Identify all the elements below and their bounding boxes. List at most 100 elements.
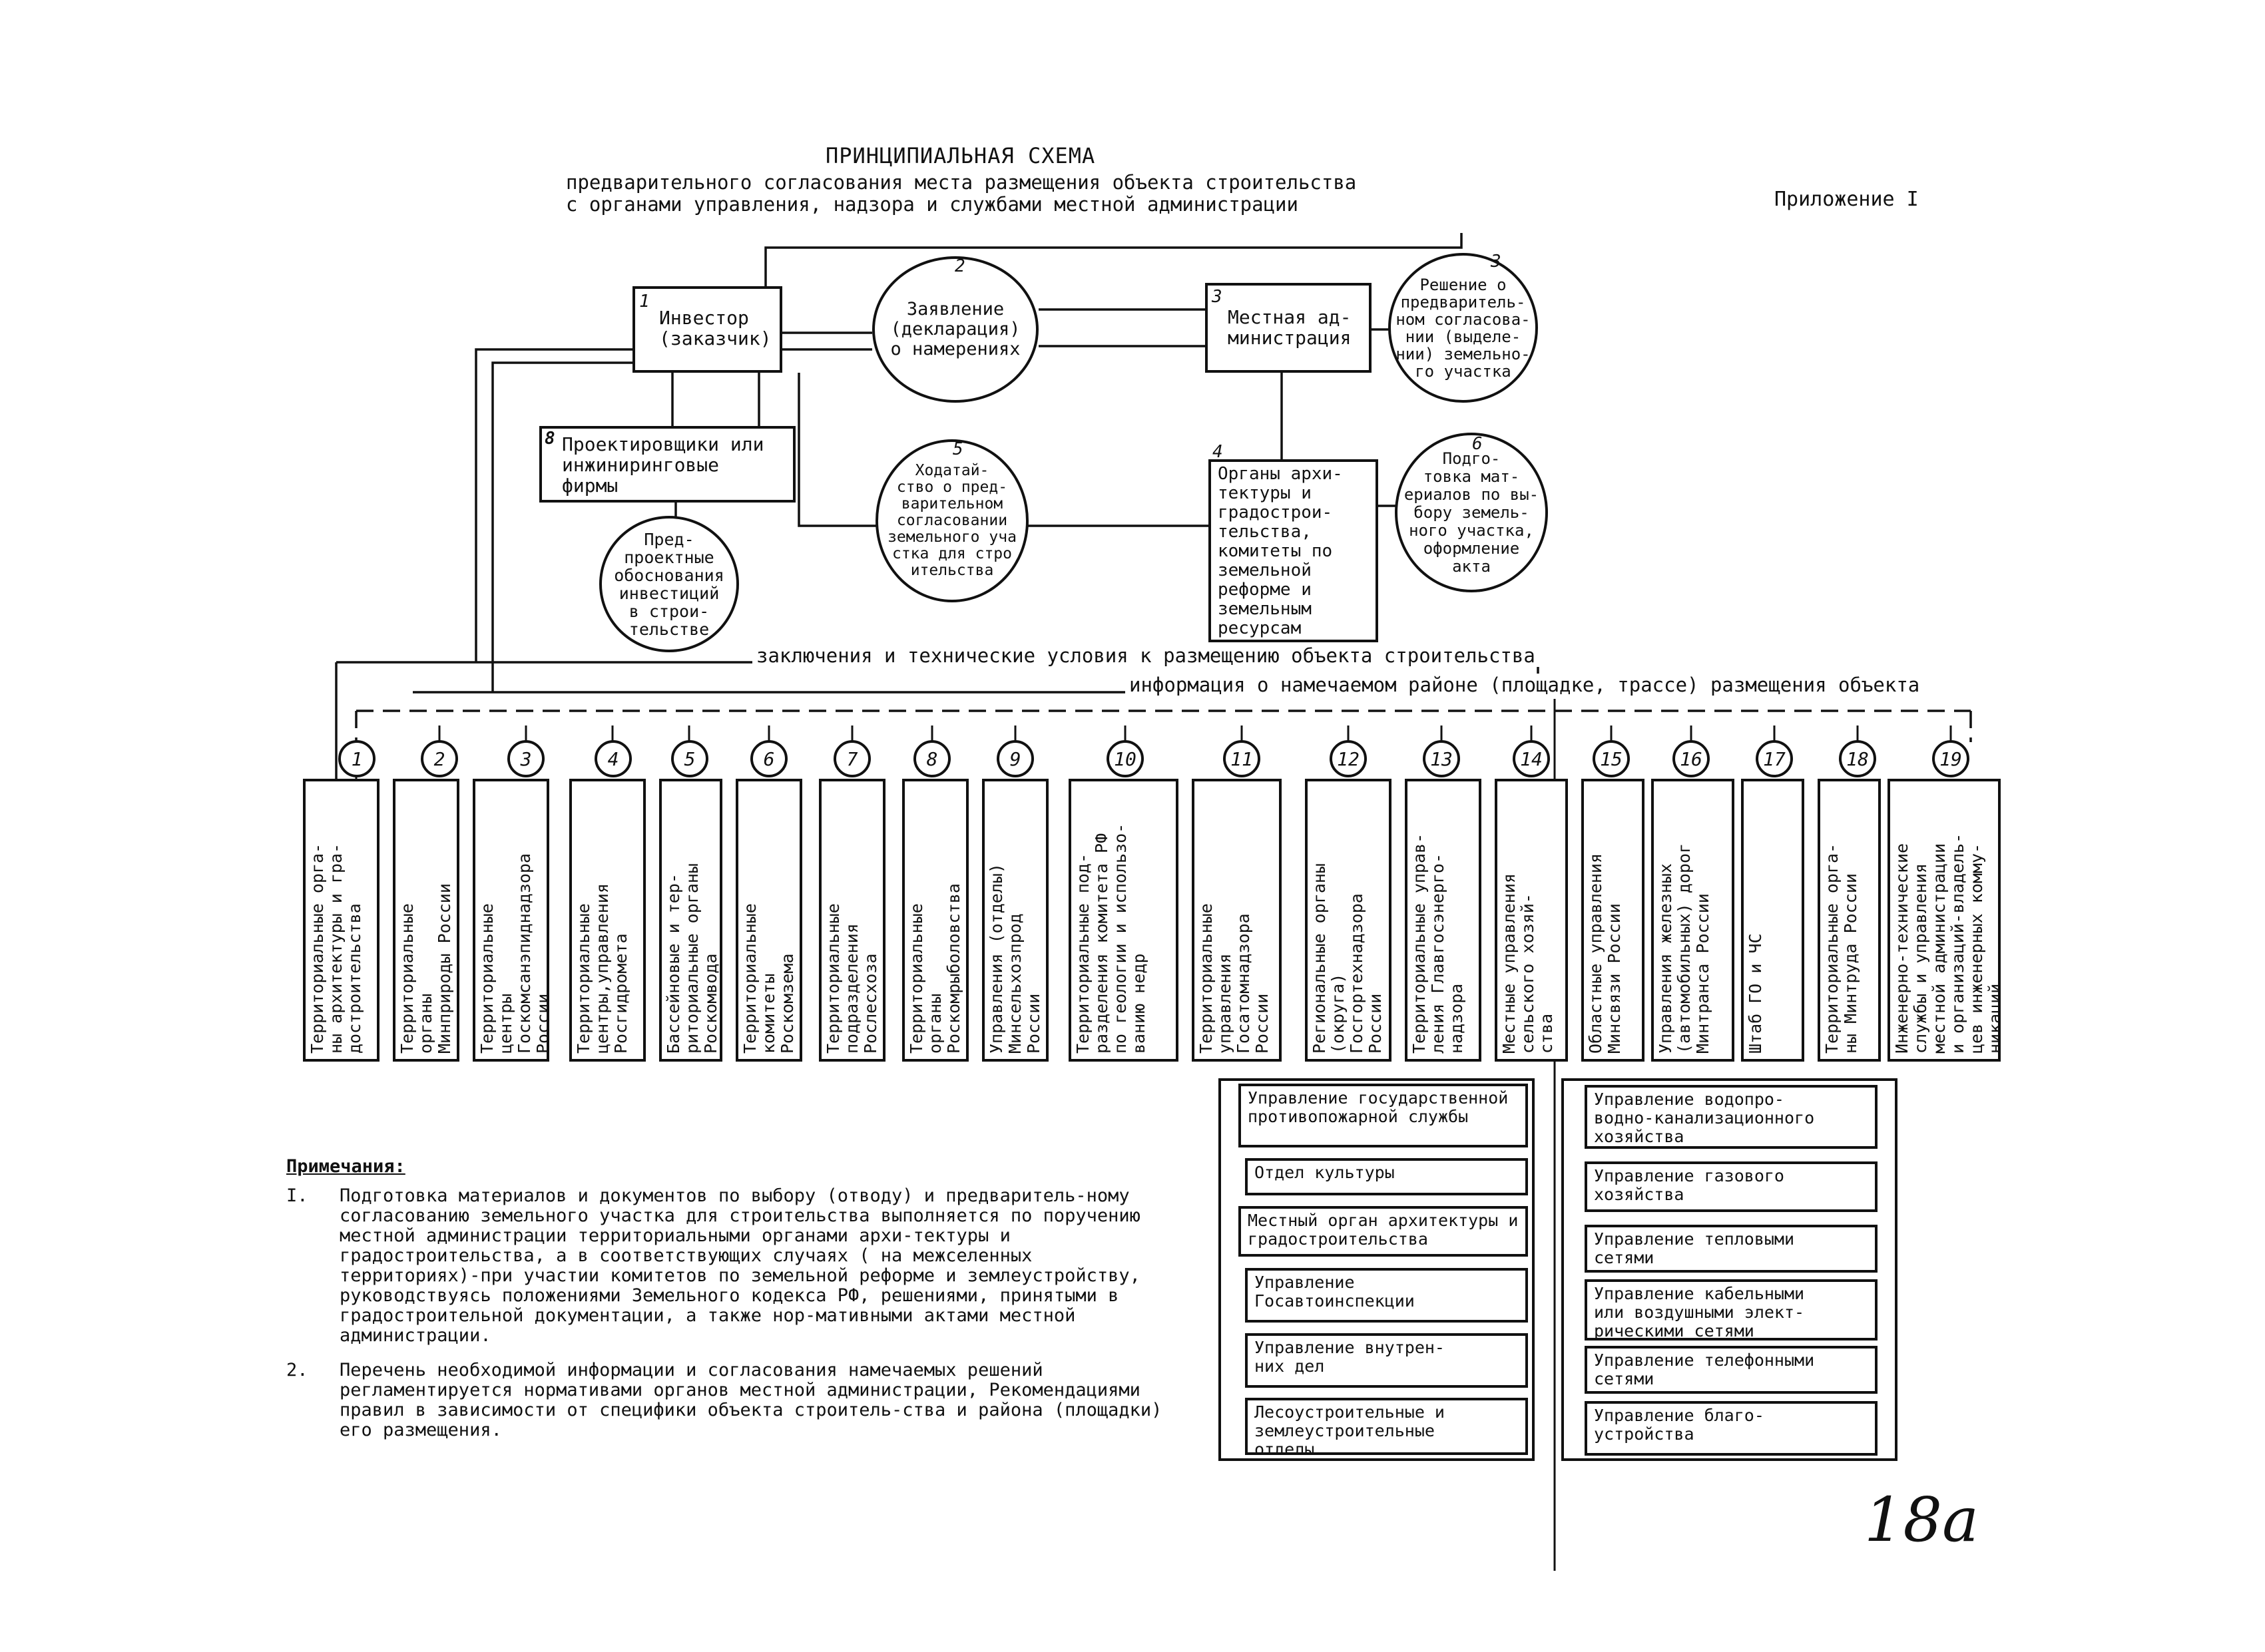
note-number: 2. (286, 1360, 308, 1380)
agency-number-17: 17 (1756, 740, 1793, 777)
agency-number-3: 3 (507, 740, 545, 777)
agency-label: Инженерно-технические службы и управлени… (1892, 833, 2001, 1054)
decision-circle: 3 Решение о предваритель- ном согласова-… (1388, 253, 1538, 403)
node-number: 4 (1212, 442, 1223, 462)
pre-project-circle: Пред- проектные обоснования инвестиций в… (599, 516, 739, 652)
petition-circle: 5 Ходатай- ство о пред- варительном согл… (876, 439, 1029, 602)
node-number: 5 (953, 439, 963, 459)
utility-item: Управление тепловыми сетями (1585, 1225, 1878, 1273)
notes-heading: Примечания: (286, 1156, 405, 1177)
node-number: 3 (1212, 287, 1222, 307)
agency-label: Территориальные под- разделения комитета… (1073, 823, 1148, 1054)
declaration-label: Заявление (декларация) о намерениях (890, 299, 1021, 359)
agency-number-13: 13 (1423, 740, 1460, 777)
agency-label: Территориальные центры Госкомсанэпиднадз… (477, 853, 549, 1054)
agency-column-10: Территориальные под- разделения комитета… (1069, 779, 1178, 1062)
agency-label: Территориальные управления Госатомнадзор… (1196, 903, 1272, 1054)
agency-column-11: Территориальные управления Госатомнадзор… (1192, 779, 1282, 1062)
node-number: 2 (955, 256, 965, 276)
local-admin-item: Управление государственной противопожарн… (1238, 1084, 1528, 1147)
agency-label: Территориальные подразделения Рослесхоза (824, 903, 880, 1054)
agency-label: Территориальные орга- ны архитектуры и г… (308, 843, 364, 1054)
agency-label: Местные управления сельского хозяй- ства (1499, 873, 1556, 1054)
agency-label: Бассейновые и тер- риториальные органы Р… (664, 863, 720, 1054)
agency-number-8: 8 (913, 740, 951, 777)
architecture-organs-box: 4 Органы архи- тектуры и градострои- тел… (1208, 442, 1378, 642)
agency-column-1: Территориальные орга- ны архитектуры и г… (303, 779, 379, 1062)
local-admin-item: Местный орган архитектуры и градостроите… (1238, 1206, 1528, 1257)
node-number: 8 (545, 429, 555, 449)
agency-column-5: Бассейновые и тер- риториальные органы Р… (659, 779, 722, 1062)
agency-number-4: 4 (595, 740, 632, 777)
design-firms-box: 8 Проектировщики или инжиниринговые фирм… (539, 426, 796, 503)
page-number: 18а (1864, 1484, 1979, 1555)
agency-number-1: 1 (338, 740, 376, 777)
agency-column-2: Территориальные органы Минприроды России (393, 779, 459, 1062)
agency-label: Территориальные орга- ны Минтруда России (1822, 843, 1860, 1054)
agency-column-7: Территориальные подразделения Рослесхоза (819, 779, 885, 1062)
local-administration-label: Местная ад- министрация (1228, 306, 1352, 349)
note-number: I. (286, 1185, 308, 1206)
note-item: I. Подготовка материалов и документов по… (286, 1186, 1172, 1346)
agency-label: Региональные органы (округа) Госгортехна… (1310, 863, 1385, 1054)
agency-column-18: Территориальные орга- ны Минтруда России (1818, 779, 1881, 1062)
conclusions-label: заключения и технические условия к разме… (752, 644, 1539, 667)
agency-column-16: Управления железных (автомобильных) доро… (1651, 779, 1734, 1062)
utility-item: Управление кабельными или воздушными эле… (1585, 1279, 1878, 1341)
agency-label: Территориальные управ- ления Главгосэнер… (1409, 833, 1466, 1054)
local-admin-item: Управление Госавтоинспекции (1245, 1268, 1528, 1323)
local-admin-item: Лесоустроительные и землеустроительные о… (1245, 1398, 1528, 1455)
agency-column-19: Инженерно-технические службы и управлени… (1888, 779, 2001, 1062)
agency-number-14: 14 (1513, 740, 1550, 777)
note-item: 2. Перечень необходимой информации и сог… (286, 1360, 1172, 1440)
agency-number-12: 12 (1330, 740, 1367, 777)
local-admin-item: Отдел культуры (1245, 1158, 1528, 1195)
agency-number-16: 16 (1672, 740, 1710, 777)
diagram-title: ПРИНЦИПИАЛЬНАЯ СХЕМА (826, 143, 1096, 168)
agency-column-17: Штаб ГО и ЧС (1741, 779, 1804, 1062)
utility-item: Управление телефонными сетями (1585, 1346, 1878, 1394)
agency-number-5: 5 (671, 740, 708, 777)
agency-label: Управления (отделы) Минсельхозпрод Росси… (987, 863, 1043, 1054)
agency-number-18: 18 (1839, 740, 1876, 777)
utility-item: Управление газового хозяйства (1585, 1161, 1878, 1212)
node-number: 1 (639, 292, 650, 311)
preparation-label: Подго- товка мат- ериалов по вы- бору зе… (1403, 449, 1539, 576)
appendix-label: Приложение I (1774, 188, 1919, 211)
local-administration-box: 3 Местная ад- министрация (1205, 283, 1372, 373)
declaration-circle: 2 Заявление (декларация) о намерениях (872, 256, 1039, 403)
agency-label: Территориальные органы Роскомрыболовства (907, 883, 963, 1054)
agency-column-3: Территориальные центры Госкомсанэпиднадз… (473, 779, 549, 1062)
notes-section: Примечания: I. Подготовка материалов и д… (286, 1157, 1172, 1455)
preparation-circle: 6 Подго- товка мат- ериалов по вы- бору … (1395, 433, 1548, 592)
agency-label: Территориальные органы Минприроды России (397, 883, 454, 1054)
decision-label: Решение о предваритель- ном согласова- н… (1395, 275, 1531, 381)
agency-column-13: Территориальные управ- ления Главгосэнер… (1405, 779, 1481, 1062)
agency-number-11: 11 (1223, 740, 1260, 777)
note-text: Подготовка материалов и документов по вы… (340, 1185, 1140, 1346)
agency-number-19: 19 (1932, 740, 1969, 777)
agency-column-8: Территориальные органы Роскомрыболовства (902, 779, 969, 1062)
local-admin-item: Управление внутрен- них дел (1245, 1333, 1528, 1388)
agency-number-6: 6 (750, 740, 788, 777)
subtitle-line-2: с органами управления, надзора и службам… (566, 193, 1298, 216)
diagram-subtitle: предварительного согласования места разм… (566, 172, 1398, 216)
architecture-organs-label: Органы архи- тектуры и градострои- тельс… (1218, 464, 1343, 638)
pre-project-label: Пред- проектные обоснования инвестиций в… (614, 529, 724, 639)
node-number: 3 (1491, 252, 1501, 272)
investor-label: Инвестор (заказчик) (659, 307, 772, 349)
agency-number-15: 15 (1593, 740, 1630, 777)
utility-item: Управление благо- устройства (1585, 1401, 1878, 1456)
agency-number-7: 7 (834, 740, 871, 777)
agency-column-15: Областные управления Минсвязи России (1581, 779, 1644, 1062)
subtitle-line-1: предварительного согласования места разм… (566, 171, 1357, 194)
agency-column-12: Региональные органы (округа) Госгортехна… (1305, 779, 1391, 1062)
petition-label: Ходатай- ство о пред- варительном соглас… (887, 462, 1017, 579)
agency-label: Областные управления Минсвязи России (1586, 853, 1624, 1054)
utility-item: Управление водопро- водно-канализационно… (1585, 1085, 1878, 1149)
agency-column-14: Местные управления сельского хозяй- ства (1495, 779, 1568, 1062)
information-label: информация о намечаемом районе (площадке… (1125, 674, 1924, 696)
agency-number-9: 9 (997, 740, 1034, 777)
agency-column-6: Территориальные комитеты Роскомзема (736, 779, 802, 1062)
agency-number-2: 2 (421, 740, 458, 777)
